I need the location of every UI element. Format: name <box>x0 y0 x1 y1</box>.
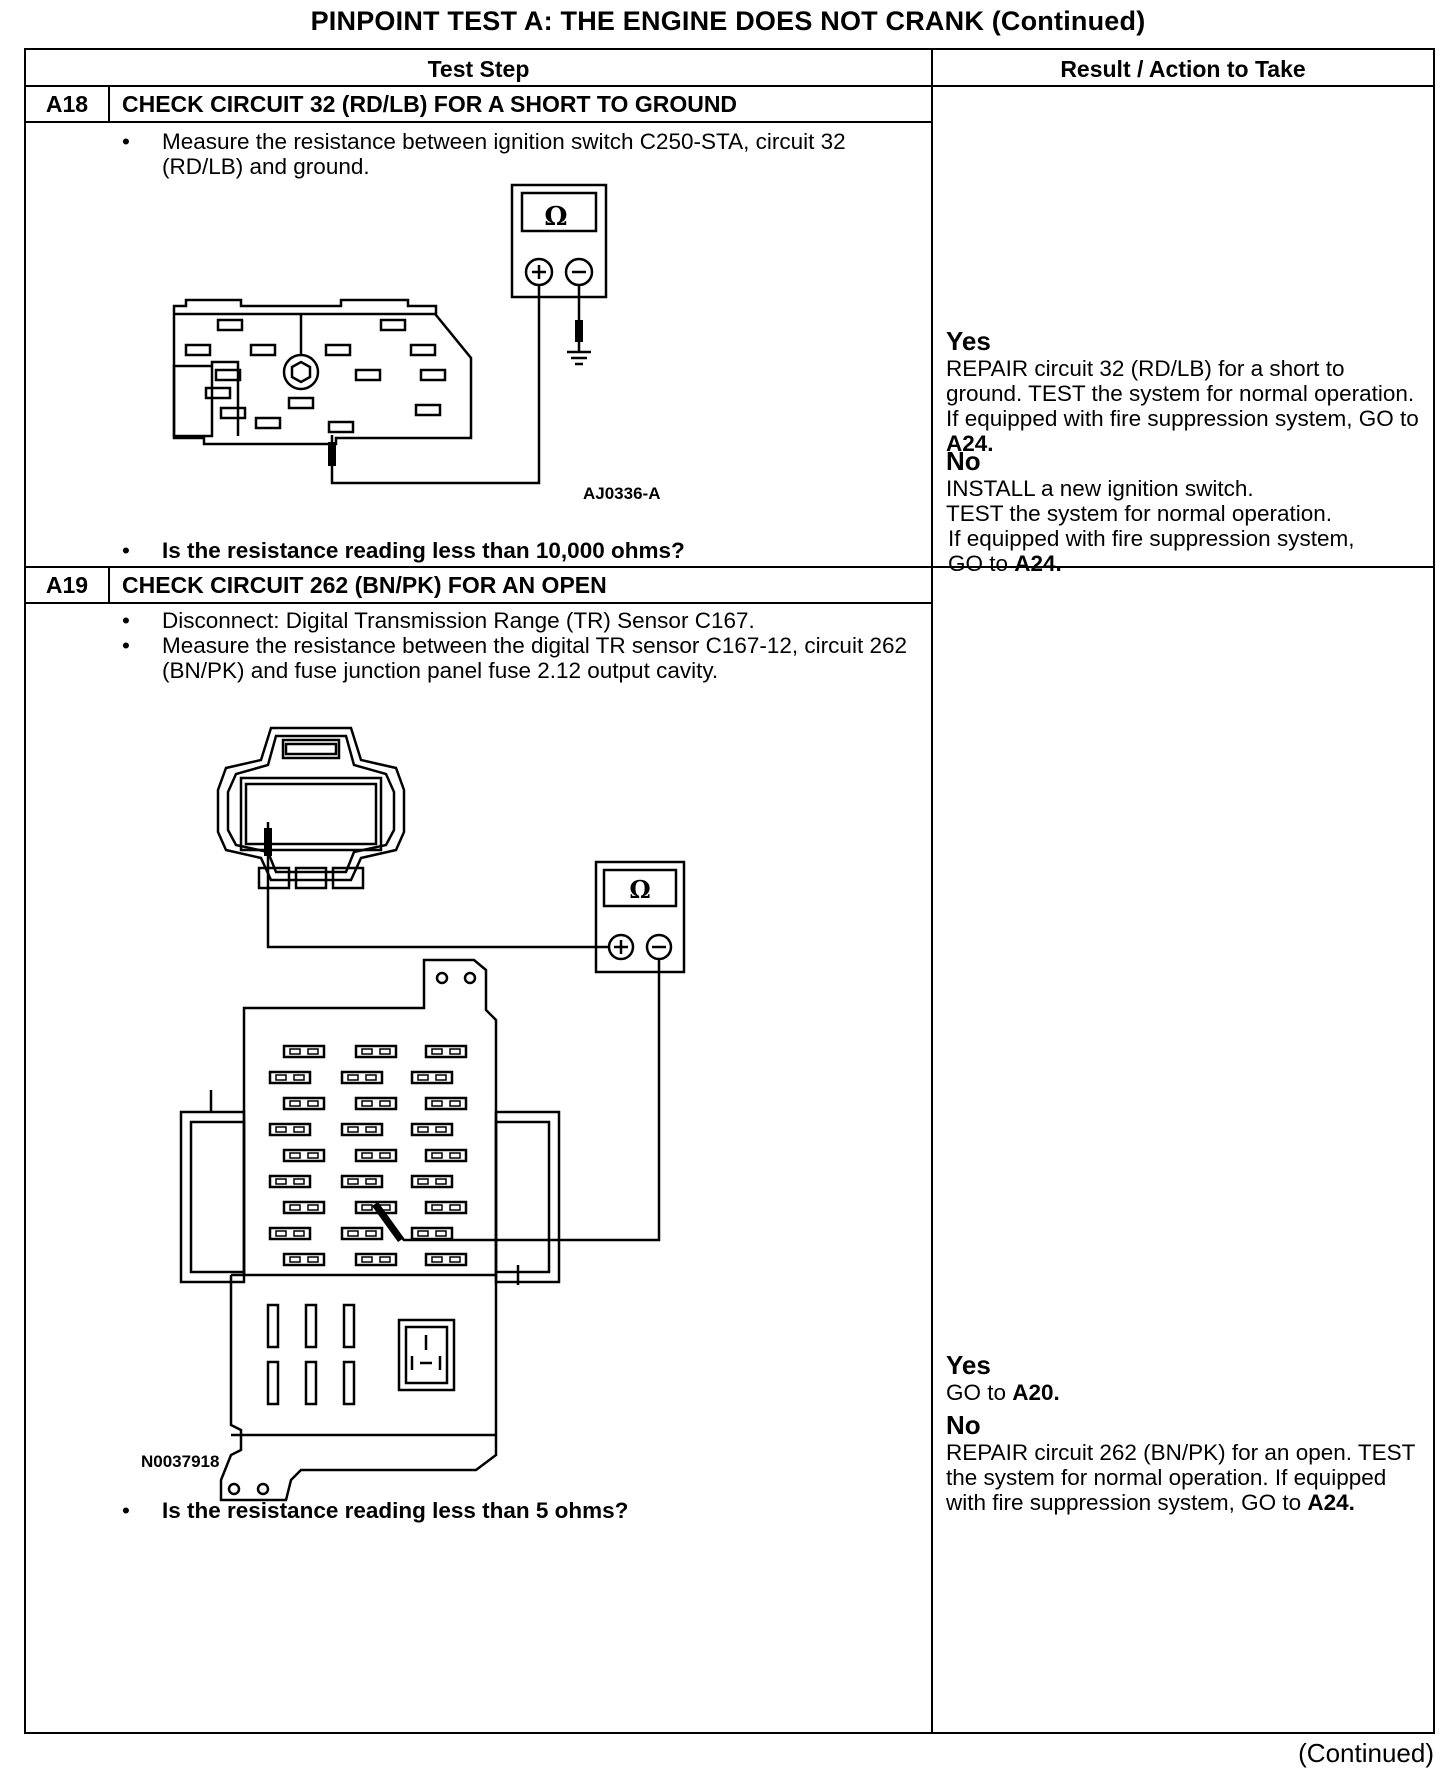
tr-sensor-fuse-panel-diagram: Ω <box>179 726 686 1502</box>
ohm-symbol: Ω <box>544 202 567 232</box>
figure-label-a19: N0037918 <box>141 1452 220 1471</box>
ohm-symbol: Ω <box>629 875 650 904</box>
step-title-a19: CHECK CIRCUIT 262 (BN/PK) FOR AN OPEN <box>122 572 607 598</box>
step-title-a18: CHECK CIRCUIT 32 (RD/LB) FOR A SHORT TO … <box>122 91 738 117</box>
ignition-switch-connector-diagram: Ω <box>172 183 608 485</box>
column-header-test-step: Test Step <box>427 56 530 82</box>
result-a19-yes: Yes GO to A20. <box>946 1350 1060 1405</box>
column-header-result: Result / Action to Take <box>1060 56 1306 82</box>
result-a18-yes: Yes REPAIR circuit 32 (RD/LB) for a shor… <box>946 326 1419 456</box>
result-a18-no: No INSTALL a new ignition switch. TEST t… <box>946 446 1355 576</box>
pinpoint-test-table: Test Step Result / Action to Take A18 CH… <box>24 48 1435 1734</box>
page-title: PINPOINT TEST A: THE ENGINE DOES NOT CRA… <box>310 6 1146 36</box>
step-id-a18: A18 <box>45 91 89 117</box>
continued-note: (Continued) <box>1298 1738 1434 1768</box>
figure-label-a18: AJ0336-A <box>583 484 661 503</box>
result-a19-no: No REPAIR circuit 262 (BN/PK) for an ope… <box>946 1410 1415 1515</box>
step-id-a19: A19 <box>45 572 89 598</box>
